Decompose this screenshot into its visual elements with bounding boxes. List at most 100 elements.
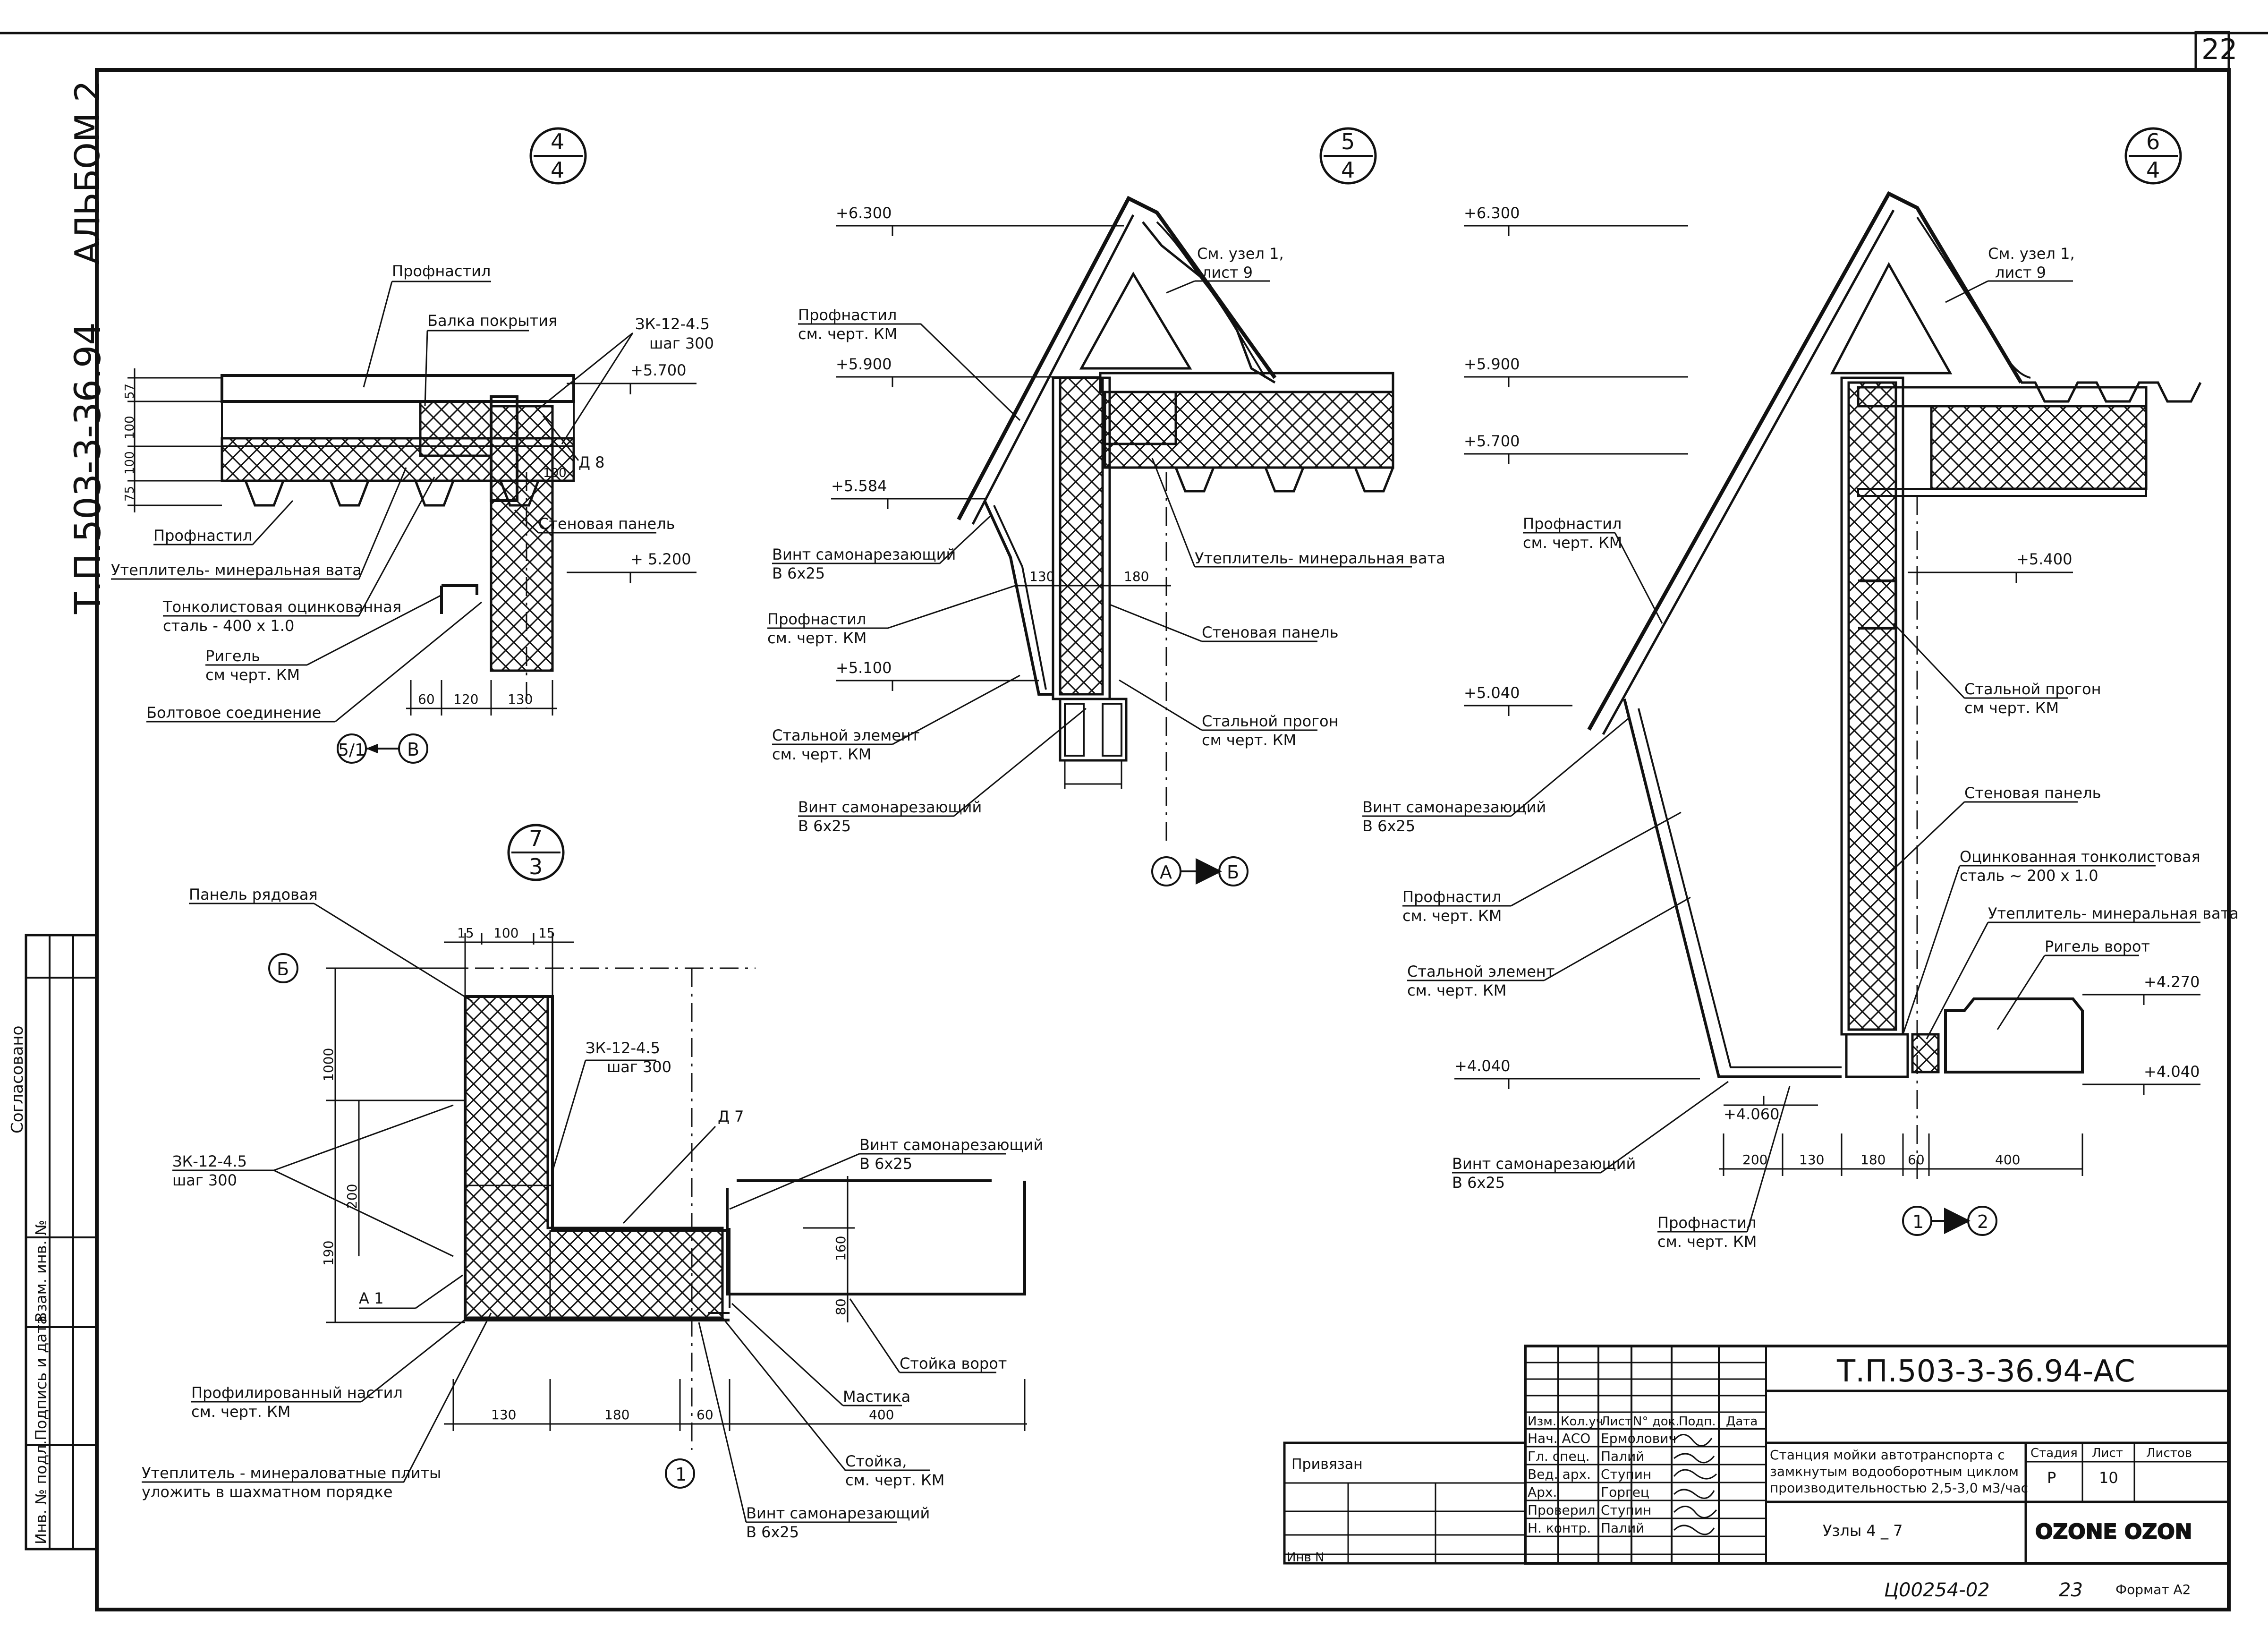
svg-text:Балка покрытия: Балка покрытия [427,312,557,330]
svg-text:см. черт. КМ: см. черт. КМ [767,629,866,647]
node-6-marker: 6 4 [2124,127,2182,185]
svg-text:см. черт. КМ: см. черт. КМ [845,1471,944,1489]
svg-text:ЗК-12-4.5: ЗК-12-4.5 [172,1152,247,1170]
node-5: 5 4 130 180 +6.300 +5.900 +5.584 [767,127,1445,886]
svg-text:Ермолович: Ермолович [1601,1431,1676,1446]
svg-text:Инв N: Инв N [1287,1551,1325,1565]
svg-text:Стальной прогон: Стальной прогон [1964,680,2101,698]
svg-text:130: 130 [491,1407,516,1423]
svg-text:замкнутым водооборотным циклом: замкнутым водооборотным циклом [1770,1464,2019,1479]
svg-text:Проверил: Проверил [1528,1502,1596,1518]
svg-text:Палий: Палий [1601,1520,1645,1536]
svg-text:130: 130 [1799,1152,1824,1167]
svg-text:Арх.: Арх. [1528,1484,1557,1500]
svg-text:100: 100 [123,416,137,439]
svg-text:см. черт. КМ: см. черт. КМ [191,1403,290,1421]
svg-text:производительностью 2,5-3,0 м3: производительностью 2,5-3,0 м3/час [1770,1480,2028,1496]
svg-text:130: 130 [508,691,533,707]
node-7-axis-1 [665,1458,695,1489]
node-5-marker: 5 4 [1319,127,1377,185]
svg-text:60: 60 [1908,1152,1925,1167]
svg-text:3: 3 [529,854,543,879]
svg-text:В 6х25: В 6х25 [1452,1174,1505,1192]
svg-text:Стальной элемент: Стальной элемент [772,726,919,744]
svg-text:Узлы 4 _ 7: Узлы 4 _ 7 [1823,1522,1903,1540]
svg-text:180: 180 [1124,569,1149,584]
svg-text:Н. контр.: Н. контр. [1528,1520,1591,1536]
svg-text:лист 9: лист 9 [1995,264,2046,281]
svg-text:Мастика: Мастика [843,1388,910,1406]
node-4-marker: 4 4 [529,127,587,185]
svg-text:15: 15 [457,925,474,941]
svg-text:Профнастил: Профнастил [392,262,491,280]
svg-text:OZONE OZON: OZONE OZON [2035,1520,2192,1544]
side-stamp: Согласовано Взам. инв. № Подпись и дата … [8,934,98,1551]
svg-text:Р: Р [2047,1469,2056,1487]
title-block-code: Т.П.503-3-36.94-АС [1836,1354,2135,1389]
svg-text:+4.060: +4.060 [1724,1105,1779,1123]
node-7: 7 3 15 100 15 1000 200 190 160 [142,824,1043,1541]
svg-text:6: 6 [2146,129,2160,154]
svg-text:100: 100 [493,925,518,941]
inner-frame [95,68,2231,1611]
archive-number: Ц00254-02 [1884,1579,1990,1601]
svg-text:см черт. КМ: см черт. КМ [205,666,300,684]
svg-text:Д 8: Д 8 [578,453,605,471]
svg-text:120: 120 [453,691,478,707]
svg-text:см. черт. КМ: см. черт. КМ [1407,981,1506,999]
node-6-axis-ref: 1 2 [1902,1206,1997,1236]
svg-text:Вед. арх.: Вед. арх. [1528,1466,1591,1482]
svg-text:+5.100: +5.100 [836,659,892,677]
svg-text:Тонколистовая оцинкованная: Тонколистовая оцинкованная [162,598,401,616]
svg-text:1000: 1000 [321,1048,336,1082]
svg-text:уложить в шахматном порядке: уложить в шахматном порядке [142,1483,393,1501]
svg-text:Профилированный настил: Профилированный настил [191,1384,403,1402]
node-6: 6 4 +6.300 +5.900 +5.700 +5.400 +5 [1362,127,2239,1251]
svg-text:Винт самонарезающий: Винт самонарезающий [859,1136,1043,1154]
svg-text:180: 180 [604,1407,629,1423]
svg-text:В 6х25: В 6х25 [772,564,825,582]
svg-text:+4.040: +4.040 [2144,1063,2200,1081]
svg-text:Согласовано: Согласовано [8,1026,27,1133]
svg-text:+5.900: +5.900 [1464,355,1520,373]
svg-text:Нач. АСО: Нач. АСО [1528,1431,1590,1446]
svg-text:Горгец: Горгец [1601,1484,1649,1500]
svg-text:N° док.: N° док. [1633,1414,1680,1429]
svg-text:Винт самонарезающий: Винт самонарезающий [798,798,982,816]
svg-text:190: 190 [321,1241,336,1266]
svg-text:Утеплитель - минераловатные пл: Утеплитель - минераловатные плиты [142,1464,441,1482]
svg-text:Листов: Листов [2146,1446,2192,1460]
svg-text:400: 400 [869,1407,894,1423]
svg-text:Профнастил: Профнастил [1657,1214,1756,1232]
svg-text:4: 4 [551,129,564,154]
svg-text:2: 2 [1977,1211,1988,1232]
svg-text:10: 10 [2099,1469,2118,1487]
svg-text:Ступин: Ступин [1601,1502,1651,1518]
svg-text:Палий: Палий [1601,1449,1645,1464]
svg-text:ЗК-12-4.5: ЗК-12-4.5 [586,1039,660,1057]
svg-text:см черт. КМ: см черт. КМ [1202,731,1296,749]
svg-text:Винт самонарезающий: Винт самонарезающий [746,1504,930,1522]
svg-text:Ступин: Ступин [1601,1466,1651,1482]
svg-text:Подпись и дата: Подпись и дата [32,1315,50,1440]
svg-text:шаг 300: шаг 300 [649,334,714,352]
svg-text:Стеновая панель: Стеновая панель [538,515,675,533]
svg-text:Ригель ворот: Ригель ворот [2045,937,2150,955]
svg-text:15: 15 [538,925,555,941]
node-4-axis-ref: 5/1 В [337,733,428,764]
format-label: Формат А2 [2115,1582,2191,1597]
svg-text:В: В [407,739,419,760]
svg-text:см черт. КМ: см черт. КМ [1964,699,2059,717]
svg-text:см. черт. КМ: см. черт. КМ [1402,907,1502,925]
svg-text:+5.040: +5.040 [1464,684,1520,702]
svg-text:Утеплитель- минеральная вата: Утеплитель- минеральная вата [1988,904,2239,922]
svg-text:180: 180 [1860,1152,1886,1167]
svg-text:Винт самонарезающий: Винт самонарезающий [1362,798,1546,816]
svg-text:Стеновая панель: Стеновая панель [1202,623,1339,641]
node-7-axis-b [268,953,298,983]
node-7-marker: 7 3 [507,824,565,881]
album-label: АЛЬБОМ 2 [68,80,107,264]
svg-text:Кол.уч: Кол.уч [1561,1414,1603,1429]
svg-text:100: 100 [543,466,567,480]
svg-text:Профнастил: Профнастил [798,306,897,324]
